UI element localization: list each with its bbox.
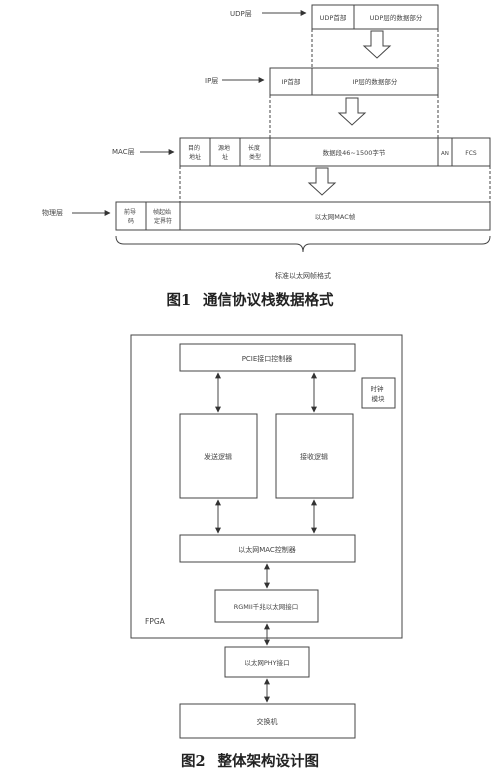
mac-length-type-text: 长度 类型 [248, 144, 262, 161]
figure-1-caption: 图1 通信协议栈数据格式 [0, 289, 500, 310]
udp-header-text: UDP首部 [320, 13, 347, 22]
fpga-label: FPGA [145, 617, 166, 626]
mac-controller-box [179, 534, 356, 563]
phy-layer-label: 物理层 [42, 208, 63, 217]
hollow-down-arrow-icon [337, 97, 367, 126]
mac-fcs-text: FCS [465, 150, 477, 157]
udp-data-cell [353, 4, 439, 30]
rx-logic-box [275, 413, 354, 499]
figure-1-protocol-stack: UDP层 UDP首部 UDP层的数据部分 IP层 IP首部 IP层的数据部分 M… [42, 4, 491, 280]
figure-2-caption: 图2 整体架构设计图 [0, 750, 500, 771]
figure-2-architecture: FPGA PCIE接口控制器 时钟 模块 发送逻辑 接收逻辑 以太网MAC控制器… [130, 334, 403, 739]
phy-preamble-cell [115, 201, 147, 231]
pcie-controller-text: PCIE接口控制器 [242, 354, 293, 363]
phy-interface-box [224, 646, 310, 678]
frame-brace [115, 235, 491, 253]
mac-layer-label: MAC层 [112, 148, 135, 156]
udp-layer-label: UDP层 [230, 10, 252, 18]
mac-length-type-cell [239, 137, 271, 167]
figure-1-caption-text: 通信协议栈数据格式 [203, 292, 334, 309]
brace-label: 标准以太网帧格式 [275, 271, 331, 280]
ip-data-cell [311, 67, 439, 96]
mac-an-text: AN [441, 151, 449, 157]
udp-data-text: UDP层的数据部分 [370, 13, 423, 22]
tx-logic-box [179, 413, 258, 499]
mac-src-addr-text: 源地 址 [218, 144, 232, 161]
figure-1-caption-number: 图1 [166, 292, 192, 309]
hollow-down-arrow-icon [362, 30, 392, 59]
phy-sfd-cell [145, 201, 181, 231]
clock-module-box [361, 377, 396, 409]
ip-data-text: IP层的数据部分 [353, 77, 398, 86]
pcie-controller-box [179, 343, 356, 372]
rgmii-interface-text: RGMII千兆以太网接口 [234, 602, 299, 611]
mac-fcs-cell [451, 137, 491, 167]
rx-logic-text: 接收逻辑 [300, 452, 328, 461]
tx-logic-text: 发送逻辑 [204, 452, 232, 461]
phy-frame-cell [179, 201, 491, 231]
phy-sfd-text: 帧起始 定界符 [153, 208, 173, 225]
ip-header-text: IP首部 [282, 77, 301, 86]
switch-box [179, 703, 356, 739]
rgmii-interface-box [214, 589, 319, 623]
ip-layer-label: IP层 [205, 77, 218, 85]
clock-module-text: 时钟 模块 [370, 384, 385, 403]
hollow-down-arrow-icon [307, 167, 337, 196]
phy-frame-text: 以太网MAC帧 [315, 212, 356, 221]
fpga-boundary [130, 334, 403, 639]
mac-src-addr-cell [209, 137, 241, 167]
phy-interface-text: 以太网PHY接口 [244, 658, 289, 667]
mac-dest-addr-cell [179, 137, 211, 167]
figure-2-caption-text: 整体架构设计图 [217, 753, 320, 770]
phy-preamble-text: 前导 码 [124, 208, 138, 225]
mac-controller-text: 以太网MAC控制器 [238, 545, 296, 554]
mac-data-text: 数据段46~1500字节 [323, 148, 386, 157]
figure-2-caption-number: 图2 [180, 753, 206, 770]
mac-dest-addr-text: 目的 地址 [188, 144, 202, 161]
switch-text: 交换机 [257, 717, 278, 726]
